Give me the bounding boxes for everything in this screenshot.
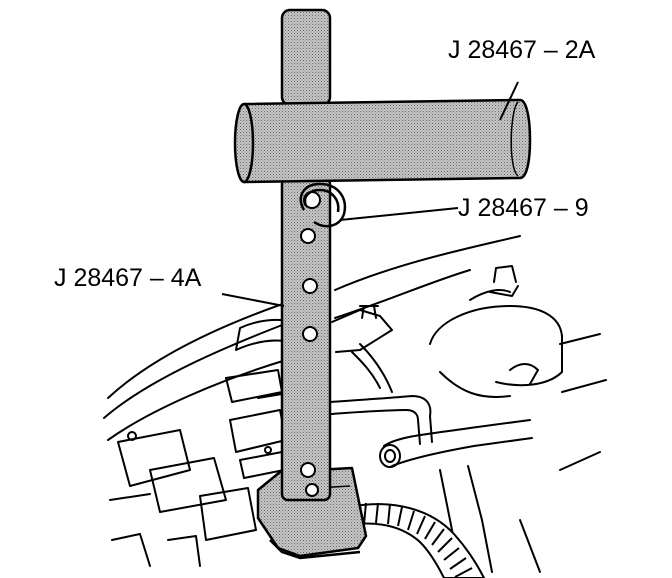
- tool-retaining-pin: [299, 182, 347, 228]
- corrugated-hose: [353, 502, 486, 578]
- callout-pin: J 28467 – 9: [458, 194, 589, 222]
- callout-post: J 28467 – 4A: [54, 264, 202, 292]
- leader-line-post: [221, 293, 285, 307]
- leader-line-crossbar: [499, 81, 519, 121]
- engine-background: [103, 235, 607, 573]
- post-adjustment-holes: [300, 191, 321, 497]
- leader-line-pin: [339, 207, 459, 221]
- leader-lines: [221, 81, 519, 307]
- tool-vertical-post: [280, 8, 332, 502]
- tool-crossbar: [233, 98, 532, 184]
- callout-crossbar: J 28467 – 2A: [448, 36, 596, 64]
